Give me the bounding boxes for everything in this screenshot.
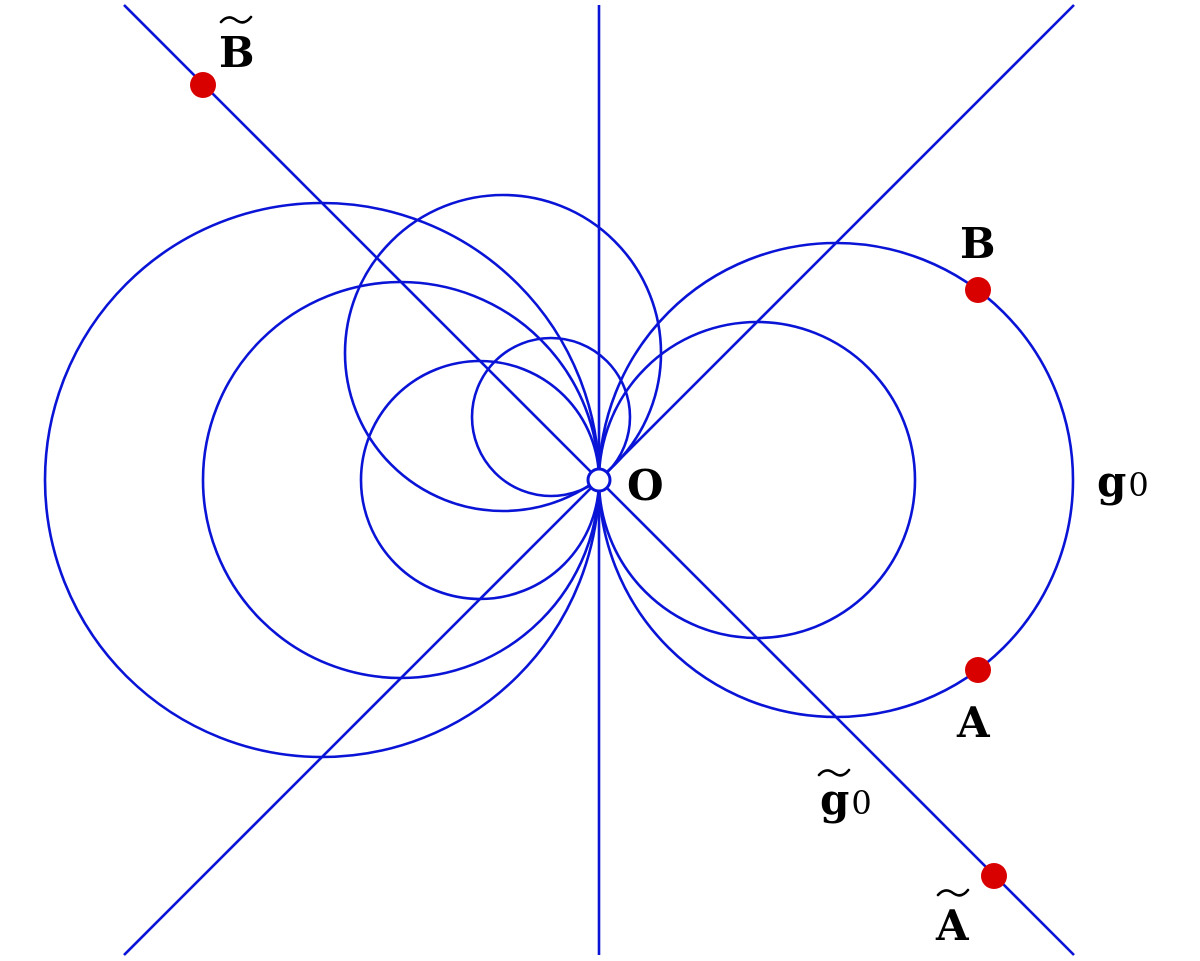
point-b-tilde-mark — [219, 15, 253, 24]
line-g0-tilde-mark — [817, 768, 851, 777]
point-b — [965, 277, 991, 303]
point-b-label: B — [960, 219, 996, 268]
point-b-tilde — [190, 72, 216, 98]
line-g0-tilde-label: g0 — [820, 775, 872, 824]
origin-label: O — [627, 461, 664, 510]
point-a-label: A — [956, 698, 991, 747]
line-g0-tilde-letter: g — [820, 775, 849, 824]
point-a-tilde-label: A — [935, 901, 970, 950]
curve-g0-label: g0 — [1097, 457, 1149, 506]
left-circle-medium — [201, 280, 601, 680]
line-g0-tilde-subscript: 0 — [851, 784, 871, 822]
curve-g0-letter: g — [1097, 457, 1126, 506]
circle-g0 — [597, 241, 1075, 719]
point-a — [965, 657, 991, 683]
curve-g0-subscript: 0 — [1128, 466, 1148, 504]
point-a-tilde-mark — [936, 888, 970, 897]
left-circle-small — [470, 336, 632, 498]
point-b-tilde-label: B — [219, 28, 255, 77]
origin-point — [586, 467, 612, 493]
point-a-tilde — [981, 863, 1007, 889]
left-circle-large — [43, 201, 601, 759]
left-circle-lower-medium — [359, 359, 601, 601]
